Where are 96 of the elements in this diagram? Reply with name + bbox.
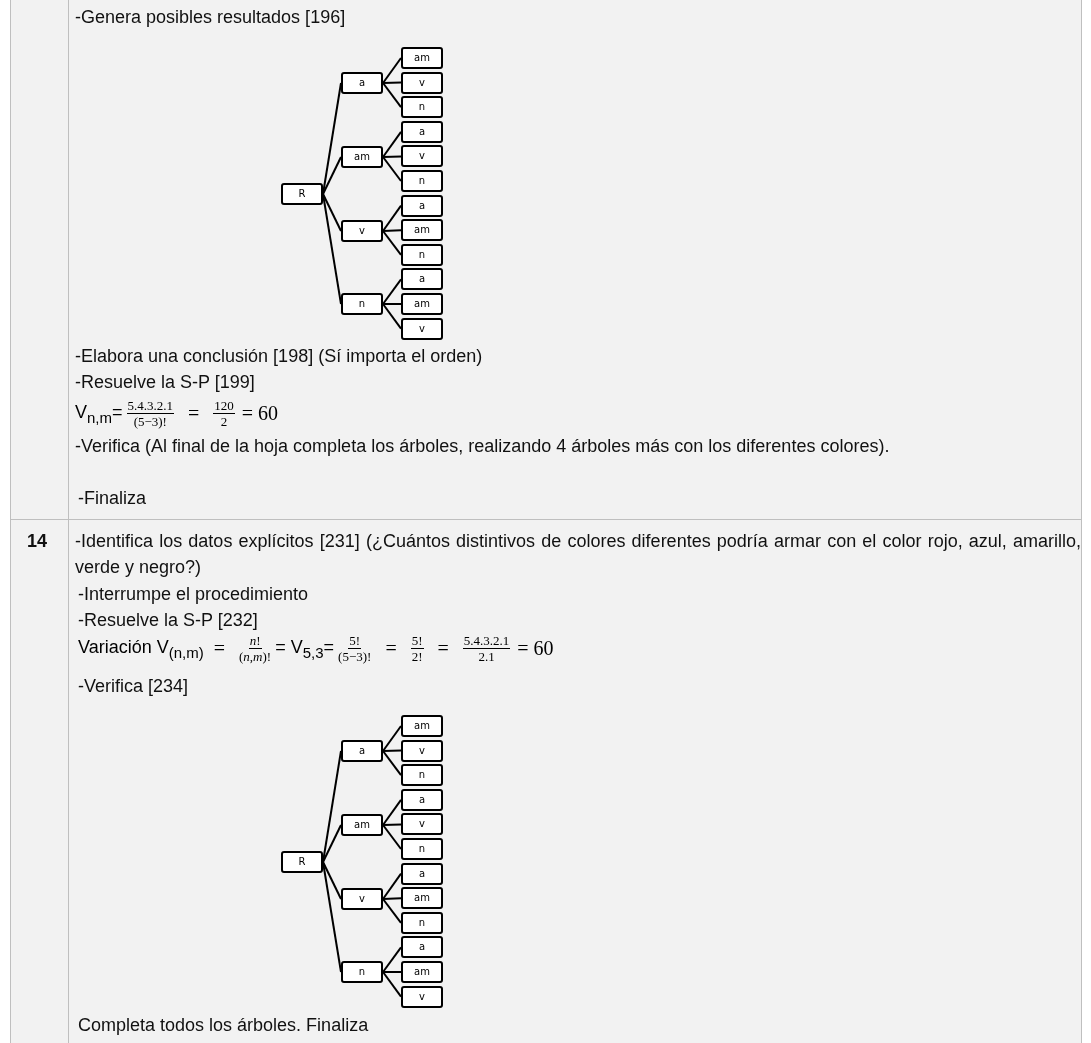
tree-node-box: v	[341, 220, 383, 242]
tree-branch-line	[382, 971, 402, 973]
tree-node-box: a	[401, 268, 443, 291]
tree-branch-line	[322, 193, 342, 305]
tree-branch-line	[382, 824, 402, 850]
instruction-text: -Elabora una conclusión [198] (Sí importa el orden)	[75, 345, 483, 368]
formula-text: =	[385, 637, 397, 660]
fraction-denominator: 2!	[411, 649, 423, 664]
tree-branch-line	[382, 898, 402, 924]
tree-branch-line	[382, 230, 402, 256]
tree-branch-line	[382, 303, 402, 305]
tree-branch-line	[382, 229, 402, 232]
tree-node-box: v	[401, 739, 443, 762]
fraction-denominator: 2	[220, 414, 228, 429]
tree-node-box: a	[401, 788, 443, 811]
tree-branch-line	[382, 81, 402, 84]
tree-branch-line	[382, 156, 402, 182]
tree-branch-line	[382, 897, 402, 900]
tree-branch-line	[322, 861, 342, 973]
tree-node-box: am	[401, 961, 443, 983]
tree-node-box: a	[401, 120, 443, 143]
tree-node-box: n	[401, 170, 443, 192]
tree-node-box: n	[401, 764, 443, 787]
formula-text: =	[188, 402, 200, 425]
formula-text: = 60	[241, 402, 279, 425]
instruction-text: -Verifica [234]	[78, 675, 189, 698]
fraction-numerator: n!	[248, 633, 262, 649]
formula-text: = V$_{5,3}$=	[275, 636, 335, 661]
row-number: 14	[27, 530, 48, 553]
tree-node-box: v	[401, 813, 443, 836]
tree-node-box: am	[341, 146, 383, 168]
tree-node-box: v	[401, 985, 443, 1008]
tree-branch-line	[382, 823, 402, 826]
tree-branch-line	[382, 798, 402, 826]
tree-branch-line	[382, 971, 402, 998]
formula-text: V$_{n,m}$=	[75, 401, 123, 426]
tree-node-box: a	[401, 936, 443, 959]
instruction-text: Completa todos los árboles. Finaliza	[78, 1014, 369, 1037]
tree-node-box: am	[401, 47, 443, 69]
fraction-numerator: 5.4.3.2.1	[462, 633, 511, 649]
fraction-numerator: 5!	[348, 633, 362, 649]
tree-branch-line	[382, 204, 402, 232]
instruction-text: -Identifica los datos explícitos [231] (¿Cuántos distintivos de colores diferentes podría armar con el color rojo, azul, amarillo, verde y negro?)	[75, 530, 1081, 579]
tree-node-box: n	[401, 911, 443, 934]
tree-branch-line	[382, 303, 402, 330]
formula-text: =	[213, 637, 225, 660]
tree-branch-line	[382, 155, 402, 158]
instruction-text: -Verifica (Al final de la hoja completa los árboles, realizando 4 árboles más con los diferentes colores).	[75, 435, 891, 458]
tree-branch-line	[382, 130, 402, 158]
tree-node-box: R	[281, 183, 323, 205]
fraction-denominator: (5−3)!	[133, 414, 167, 429]
tree-node-box: am	[401, 219, 443, 242]
tree-node-box: v	[401, 71, 443, 94]
tree-branch-line	[322, 824, 342, 863]
tree-node-box: am	[341, 814, 383, 836]
tree-node-box: R	[281, 851, 323, 873]
instruction-text: -Finaliza	[78, 487, 147, 510]
formula-text: =	[437, 637, 449, 660]
tree-branch-line	[322, 861, 342, 900]
tree-node-box: n	[401, 96, 443, 119]
tree-branch-line	[382, 725, 402, 752]
tree-node-box: a	[341, 72, 383, 94]
tree-branch-line	[382, 872, 402, 900]
tree-branch-line	[382, 946, 402, 973]
tree-branch-line	[382, 749, 402, 752]
tree-node-box: n	[401, 838, 443, 860]
fraction-denominator: (5−3)!	[338, 649, 372, 664]
tree-node-box: a	[401, 194, 443, 217]
instruction-text: -Interrumpe el procedimiento	[78, 583, 309, 606]
tree-node-box: n	[401, 243, 443, 266]
tree-branch-line	[382, 750, 402, 777]
tree-node-box: a	[341, 740, 383, 762]
fraction-numerator: 120	[213, 398, 235, 414]
tree-branch-line	[322, 193, 342, 232]
tree-node-box: n	[341, 961, 383, 983]
tree-branch-line	[322, 156, 342, 195]
tree-node-box: v	[341, 888, 383, 910]
tree-node-box: am	[401, 887, 443, 910]
tree-node-box: v	[401, 145, 443, 168]
tree-branch-line	[382, 82, 402, 109]
instruction-text: -Resuelve la S-P [232]	[78, 609, 258, 632]
fraction-numerator: 5.4.3.2.1	[126, 398, 175, 414]
formula-text: = 60	[517, 637, 554, 660]
tree-node-box: a	[401, 862, 443, 885]
tree-node-box: am	[401, 293, 443, 315]
tree-branch-line	[382, 278, 402, 305]
fraction-denominator: 2.1	[478, 649, 495, 664]
tree-node-box: v	[401, 317, 443, 340]
fraction-numerator: 5!	[410, 633, 424, 649]
tree-node-box: am	[401, 715, 443, 737]
formula-text: Variación V$_{(n,m)}$	[78, 636, 204, 661]
tree-branch-line	[382, 57, 402, 84]
tree-node-box: n	[341, 293, 383, 315]
instruction-text: -Resuelve la S-P [199]	[75, 371, 255, 394]
instruction-text: -Genera posibles resultados [196]	[75, 6, 346, 29]
fraction-denominator: (n,m)!	[239, 649, 272, 664]
